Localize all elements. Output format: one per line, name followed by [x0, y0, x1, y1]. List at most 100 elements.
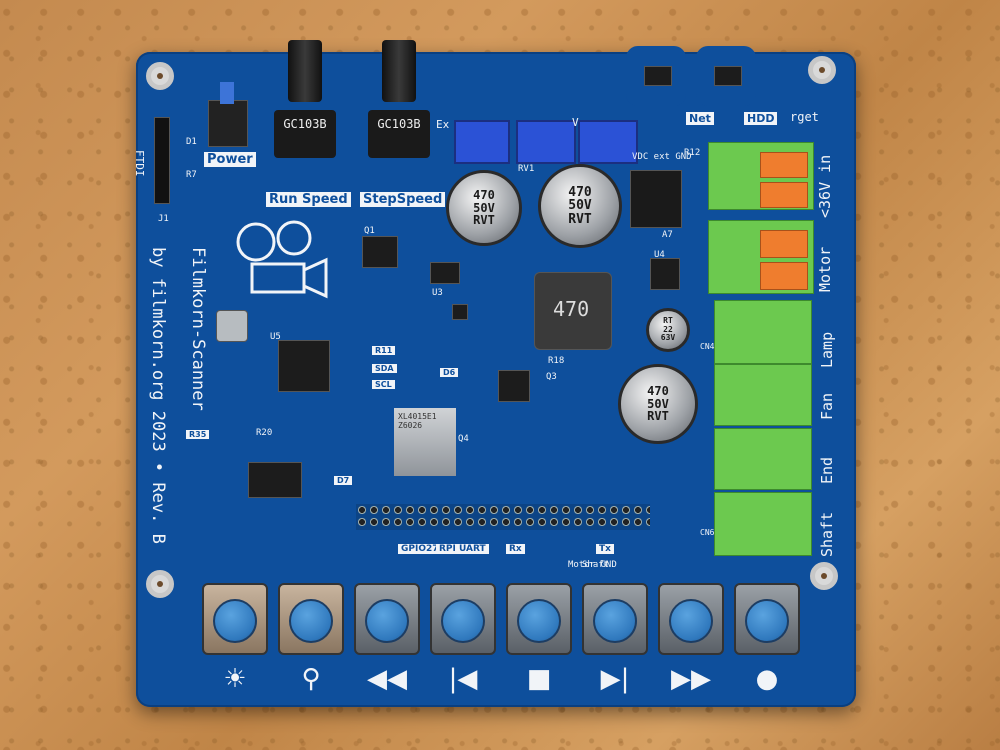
mosfet-d2: [630, 170, 682, 228]
u4-label: U4: [654, 250, 665, 260]
ftdi-label: FTDI: [133, 150, 146, 177]
step-speed-label: StepSpeed: [360, 192, 446, 207]
step-back-button-key[interactable]: [441, 599, 485, 643]
terminal-end[interactable]: [714, 428, 812, 490]
terminal-shaft[interactable]: [714, 492, 812, 556]
label-36v-in: <36V in: [816, 154, 834, 218]
r050-label: Q3: [546, 372, 557, 382]
sensor-module-right: [714, 66, 742, 86]
fast-forward-button[interactable]: [658, 583, 724, 655]
microcontroller-u5: [278, 340, 330, 392]
reset-button[interactable]: [216, 310, 248, 342]
power-switch[interactable]: [208, 100, 248, 147]
d2-label: A7: [662, 230, 673, 240]
cn6-label: CN6: [700, 528, 715, 537]
record-button-key[interactable]: [745, 599, 789, 643]
run-speed-label: Run Speed: [266, 192, 351, 207]
lamp-button-key[interactable]: [213, 599, 257, 643]
dc-ext-label: VDC ext GND: [632, 152, 692, 162]
capacitor-22uf: RT 22 63V: [646, 308, 690, 352]
label-motor: Motor: [816, 246, 834, 292]
power-switch-actuator[interactable]: [220, 82, 234, 104]
terminal-fan[interactable]: [714, 364, 812, 426]
gpio-header[interactable]: [356, 504, 650, 530]
v-label: V: [572, 116, 579, 129]
mounting-hole-bottom-right: [810, 562, 838, 590]
power-label: Power: [204, 152, 256, 167]
stop-button[interactable]: [506, 583, 572, 655]
step-back-button[interactable]: [430, 583, 496, 655]
ic-u8: [498, 370, 530, 402]
capacitor-470uf-1: 470 50V RVT: [446, 170, 522, 246]
rpi-uart-label: Tx: [596, 544, 614, 554]
board-title: Filmkorn-Scanner: [188, 247, 208, 411]
rx-label: Motor GND: [568, 560, 617, 570]
lamp-button[interactable]: [202, 583, 268, 655]
terminal-lamp[interactable]: [714, 300, 812, 364]
label-shaft: Shaft: [818, 511, 836, 557]
step-speed-pot: GC103B: [368, 110, 430, 158]
terminal-motor-lever-2[interactable]: [760, 262, 808, 290]
capacitor-470uf-2: 470 50V RVT: [538, 164, 622, 248]
ic-u3: [430, 262, 460, 284]
hdd-label: HDD: [744, 112, 778, 125]
run-speed-pot: GC103B: [274, 110, 336, 158]
cn4-label: CN4: [700, 342, 715, 351]
terminal-36v-lever-2[interactable]: [760, 182, 808, 208]
trimmer-3[interactable]: [578, 120, 638, 164]
trimmer-2[interactable]: [516, 120, 576, 164]
capacitor-470uf-3: 470 50V RVT: [618, 364, 698, 444]
net-label: Net: [686, 112, 714, 125]
sda-label: SDA: [372, 364, 397, 373]
j1-label: J1: [158, 214, 169, 224]
zoom-button-key[interactable]: [289, 599, 333, 643]
gpio5-label: RPI UART: [436, 544, 489, 554]
step-speed-knob[interactable]: [382, 40, 416, 102]
rv1-label: RV1: [518, 164, 535, 174]
stop-button-key[interactable]: [517, 599, 561, 643]
d1-label: D1: [186, 137, 197, 147]
rget-label: rget: [790, 110, 819, 124]
j3-label: R20: [256, 428, 273, 438]
regulator-marking: XL4015E1 Z6026: [398, 412, 437, 430]
run-speed-knob[interactable]: [288, 40, 322, 102]
r7-label: R7: [186, 170, 197, 180]
ic-q1: [362, 236, 398, 268]
scl-label: SCL: [372, 380, 395, 389]
label-fan: Fan: [818, 392, 836, 420]
terminal-36v-lever-1[interactable]: [760, 152, 808, 178]
label-lamp: Lamp: [818, 331, 836, 368]
step-forward-button-key[interactable]: [593, 599, 637, 643]
sensor-module-left: [644, 66, 672, 86]
u7-label: Q4: [458, 434, 469, 444]
ic-u6: [452, 304, 468, 320]
u3-label: U3: [432, 288, 443, 298]
buck-regulator: XL4015E1 Z6026: [394, 408, 456, 476]
inductor-value: 470: [553, 297, 590, 321]
gpio6-label: GPIO27: [398, 544, 442, 554]
mounting-hole-top-right: [808, 56, 836, 84]
shaft-small-label: D7: [334, 476, 353, 485]
tx-label: Shaft: [582, 560, 610, 570]
u5-label: U5: [270, 332, 281, 342]
a7-label: R11: [372, 346, 396, 355]
board-subtitle: by filmkorn.org 2023 • Rev. B: [148, 247, 168, 544]
rewind-button-key[interactable]: [365, 599, 409, 643]
terminal-motor-lever-1[interactable]: [760, 230, 808, 258]
q1-label: Q1: [364, 226, 375, 236]
r18-label: R18: [548, 356, 565, 366]
projector-logo-icon: [236, 220, 328, 299]
ex-label: Ex: [436, 118, 450, 131]
ftdi-header[interactable]: [154, 117, 170, 204]
no-film-label: R35: [186, 430, 210, 439]
record-button[interactable]: [734, 583, 800, 655]
trimmer-1[interactable]: [454, 120, 510, 164]
gpio27-label: Rx: [506, 544, 525, 554]
r2-label: R12: [684, 148, 701, 158]
zoom-button[interactable]: [278, 583, 344, 655]
motor-gnd-label: D6: [440, 368, 459, 377]
fast-forward-button-key[interactable]: [669, 599, 713, 643]
rewind-button[interactable]: [354, 583, 420, 655]
mounting-hole-bottom-left: [146, 570, 174, 598]
step-forward-button[interactable]: [582, 583, 648, 655]
